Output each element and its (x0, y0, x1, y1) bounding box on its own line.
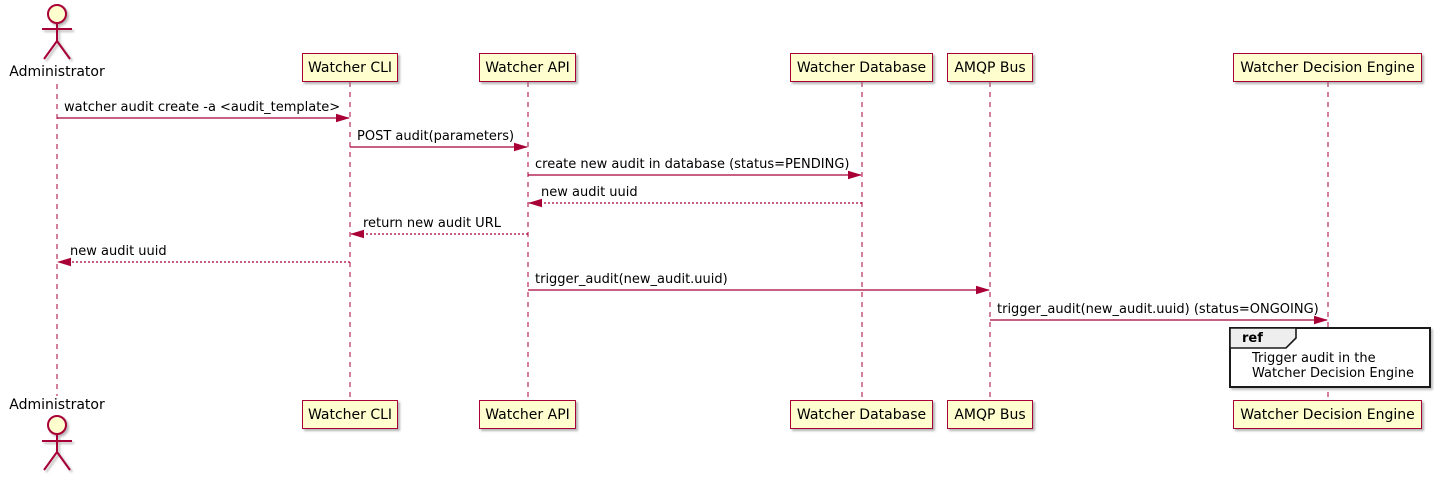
participant-watcher-database-top: Watcher Database (790, 53, 933, 82)
actor-label-top: Administrator (9, 64, 105, 80)
ref-body-line-1: Trigger audit in the (1252, 351, 1376, 366)
message-label-1: watcher audit create -a <audit_template> (64, 100, 341, 115)
actor-leg-right (56, 451, 71, 471)
actor-leg-right (56, 40, 71, 60)
participant-watcher-decision-engine-bottom: Watcher Decision Engine (1233, 400, 1422, 429)
ref-body-line-2: Watcher Decision Engine (1252, 366, 1414, 381)
arrowhead-left-icon (57, 257, 71, 267)
arrowhead-right-icon (336, 113, 350, 123)
message-label-3: create new audit in database (status=PEN… (535, 157, 850, 172)
lifelines (56, 82, 1329, 400)
arrowhead-left-icon (350, 229, 364, 239)
message-label-4: new audit uuid (541, 185, 638, 200)
arrowhead-left-icon (528, 198, 542, 208)
ref-keyword: ref (1242, 331, 1263, 346)
actor-figure-administrator-top (42, 4, 72, 60)
participant-watcher-cli-bottom: Watcher CLI (302, 400, 398, 429)
participant-amqp-bus-top: AMQP Bus (947, 53, 1033, 82)
actor-leg-left (43, 40, 58, 60)
participant-watcher-api-top: Watcher API (479, 53, 576, 82)
actor-head (47, 4, 67, 24)
actor-head (47, 415, 67, 435)
arrowhead-right-icon (848, 170, 862, 180)
message-label-5: return new audit URL (363, 216, 501, 231)
message-label-8: trigger_audit(new_audit.uuid) (status=ON… (997, 302, 1319, 317)
participant-watcher-database-bottom: Watcher Database (790, 400, 933, 429)
participant-watcher-decision-engine-top: Watcher Decision Engine (1233, 53, 1422, 82)
actor-figure-administrator-bottom (42, 415, 72, 471)
actor-label-bottom: Administrator (9, 397, 105, 413)
message-arrows (57, 113, 1328, 325)
message-label-2: POST audit(parameters) (357, 129, 515, 144)
participant-amqp-bus-bottom: AMQP Bus (947, 400, 1033, 429)
arrowhead-right-icon (514, 142, 528, 152)
ref-fragment-frame (1229, 327, 1431, 388)
participant-watcher-cli-top: Watcher CLI (302, 53, 398, 82)
message-label-7: trigger_audit(new_audit.uuid) (535, 272, 728, 287)
arrowhead-right-icon (976, 285, 990, 295)
participant-watcher-api-bottom: Watcher API (479, 400, 576, 429)
message-label-6: new audit uuid (70, 244, 167, 259)
ref-tab-pentagon (1229, 327, 1297, 349)
actor-leg-left (43, 451, 58, 471)
arrowhead-right-icon (1314, 315, 1328, 325)
